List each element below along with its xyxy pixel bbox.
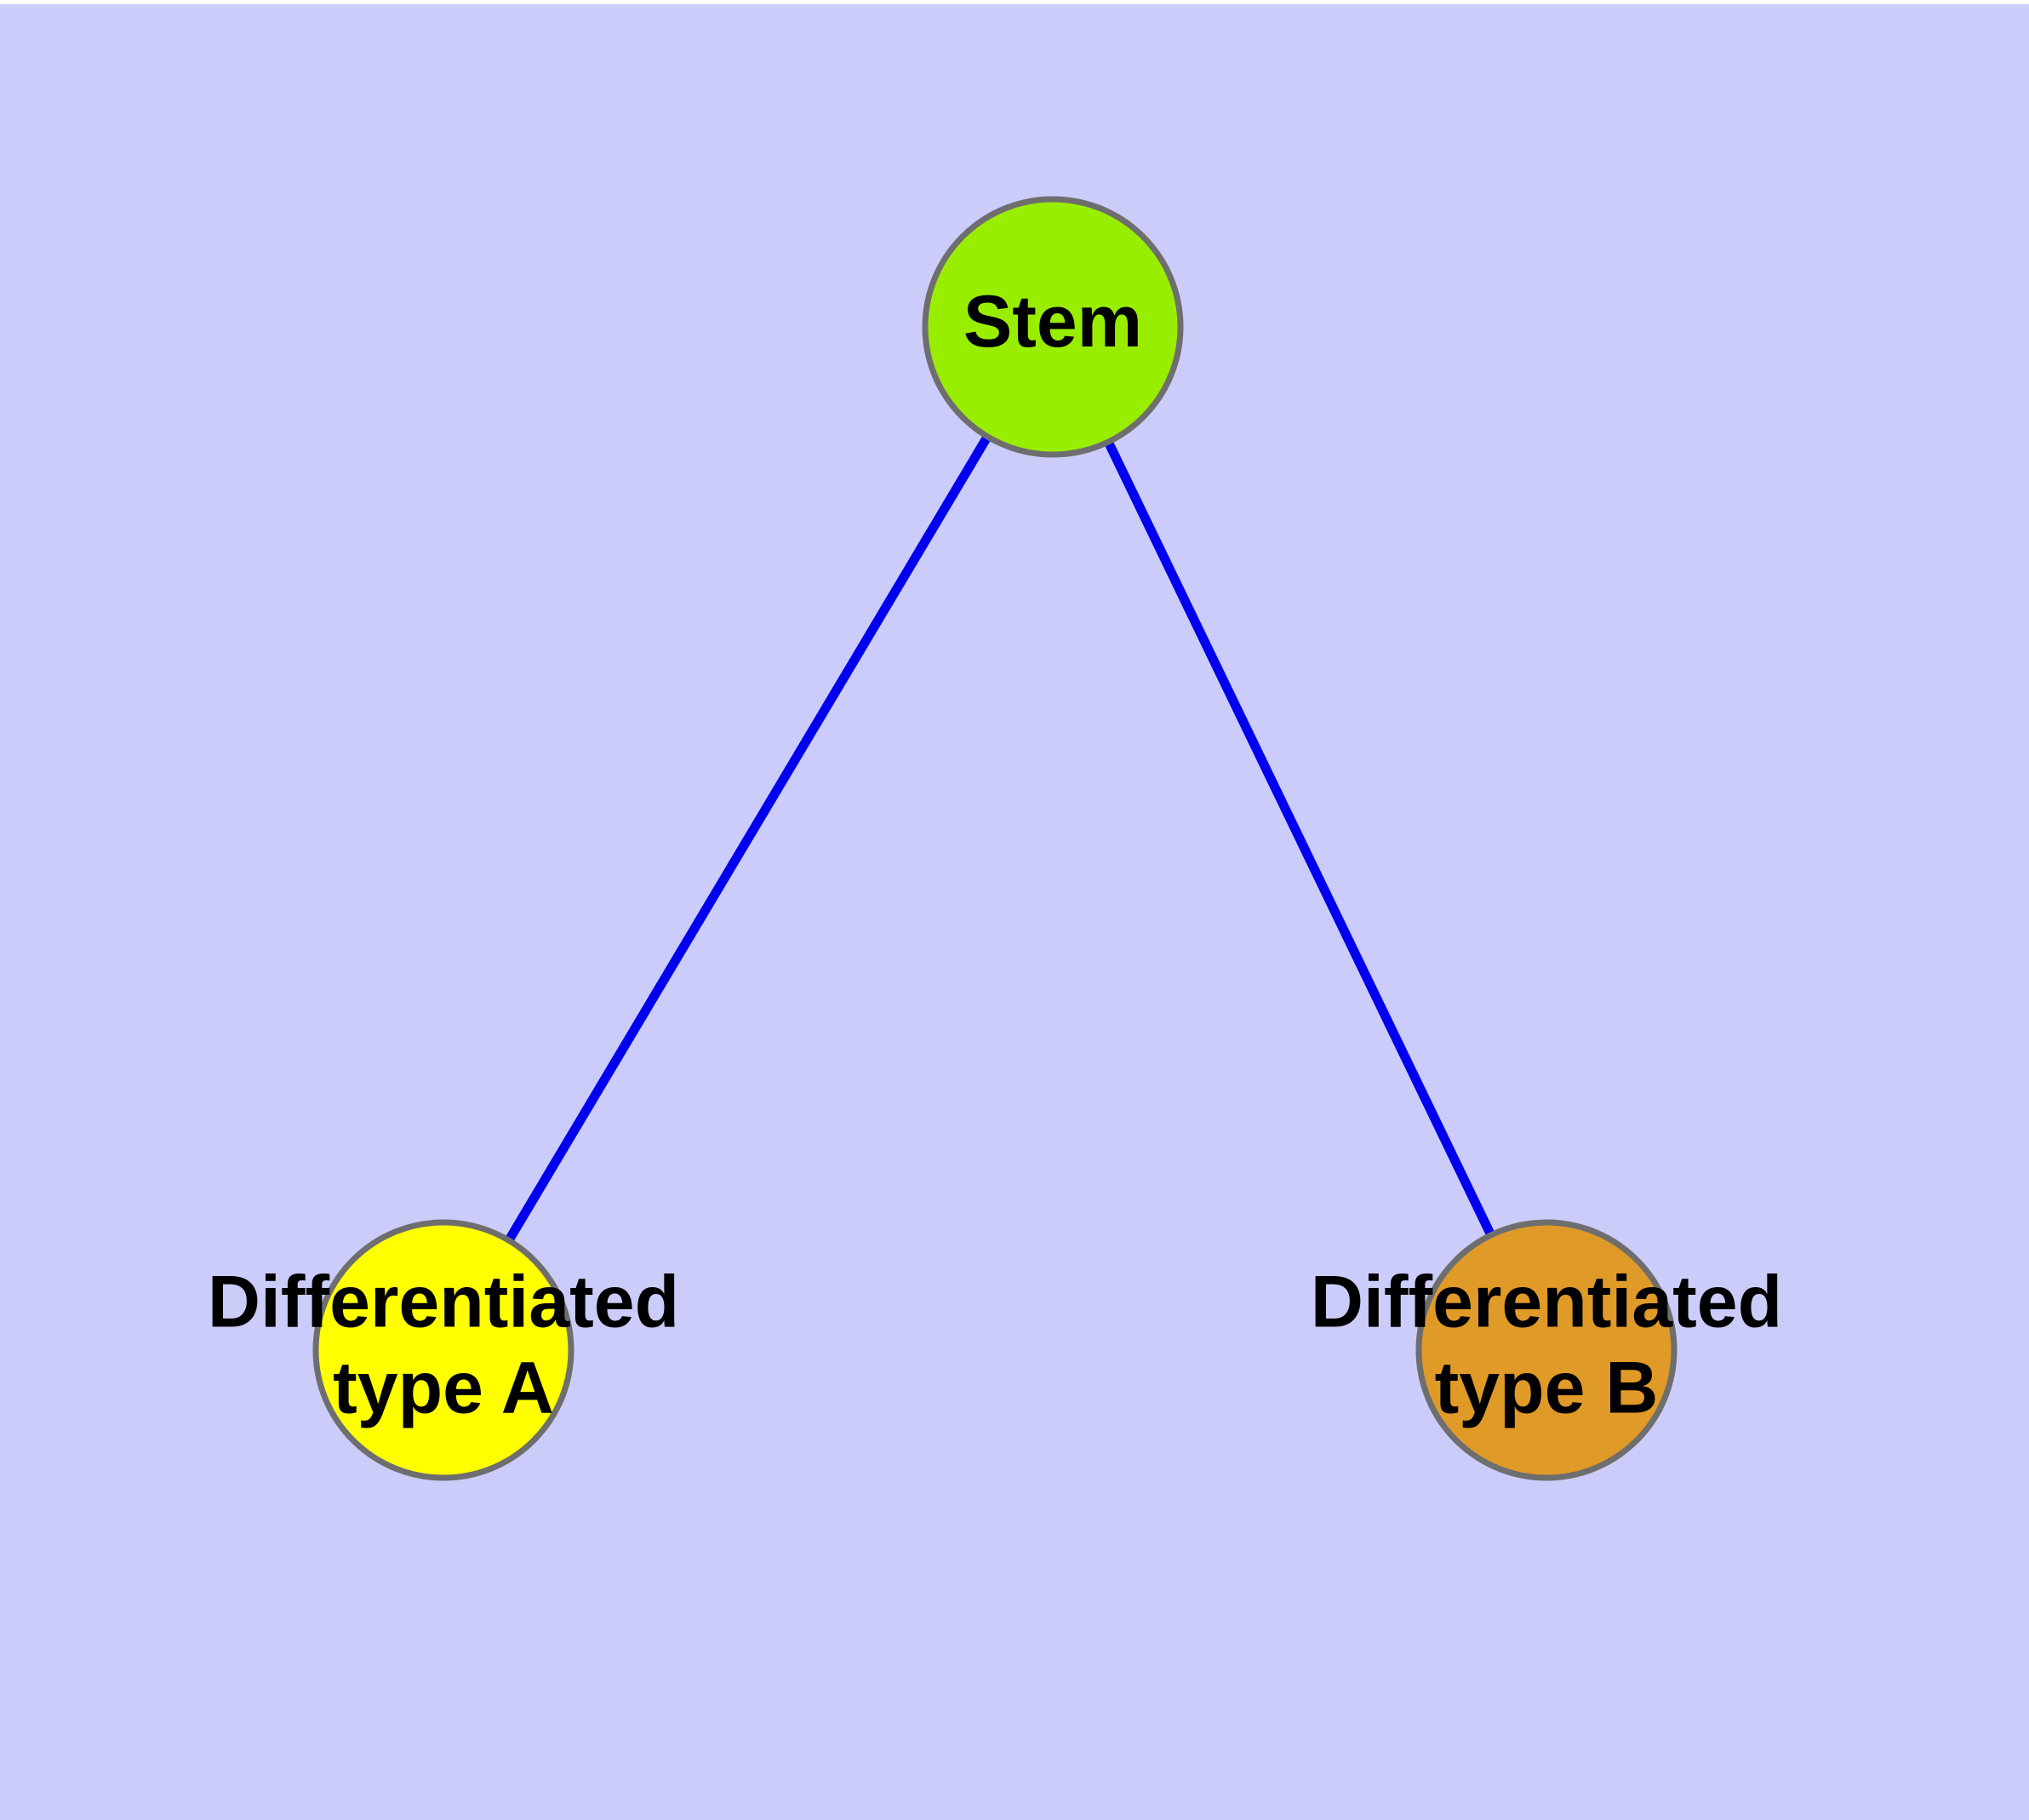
graph-node-label-line: type A	[333, 1347, 554, 1428]
graph-node-label-line: Differentiated	[208, 1261, 679, 1342]
graph-edge[interactable]	[505, 434, 992, 1243]
graph-node-label-line: type B	[1435, 1347, 1659, 1428]
graph-node-stem[interactable]	[922, 196, 1184, 458]
edges-layer	[505, 434, 1495, 1243]
graph-node-diff_a[interactable]	[312, 1219, 574, 1481]
graph-edge[interactable]	[1104, 439, 1495, 1238]
graph-node-label-line: Differentiated	[1311, 1261, 1782, 1342]
nodes-layer	[312, 196, 1677, 1481]
graph-node-diff_b[interactable]	[1415, 1219, 1677, 1481]
graph-node-label-stem: Stem	[963, 281, 1142, 363]
graph-node-label-line: Stem	[963, 281, 1142, 363]
